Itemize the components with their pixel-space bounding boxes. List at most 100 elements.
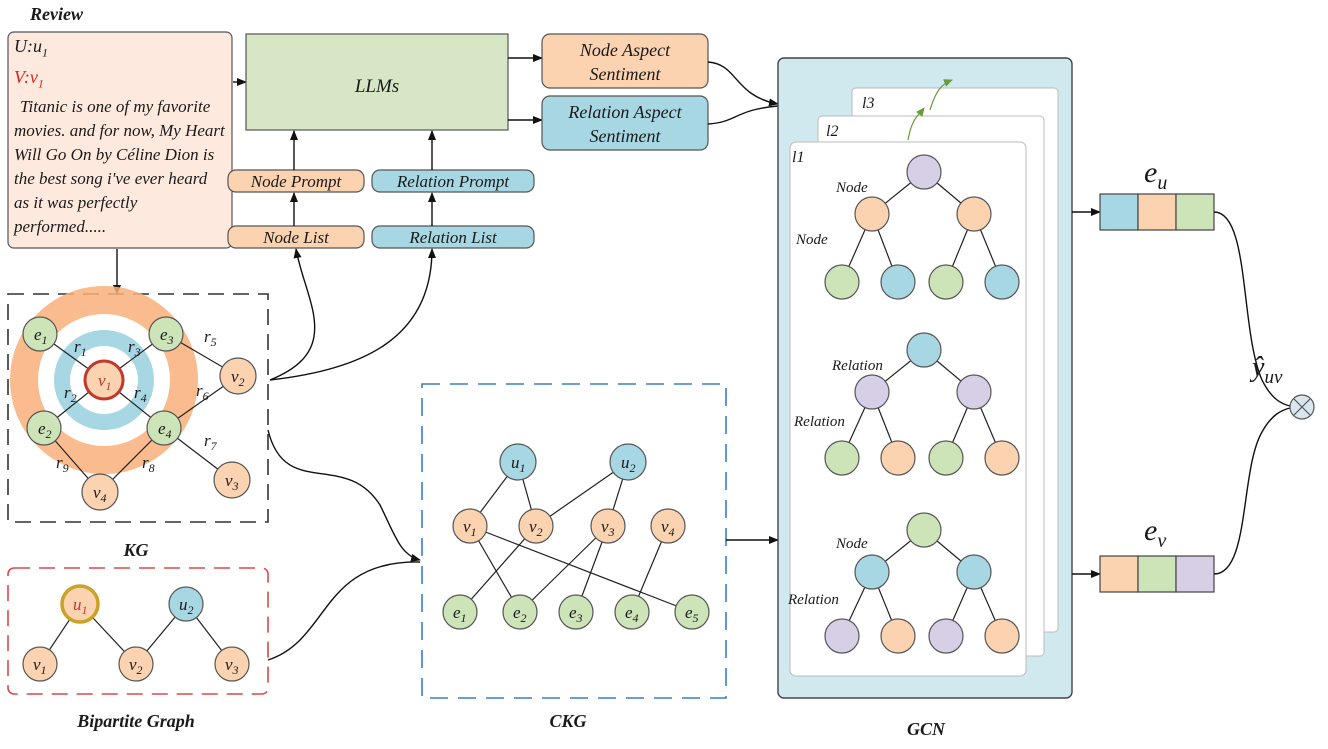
gcn-tree-1-label-1: Node — [835, 180, 868, 196]
ckg-node-e4 — [614, 594, 650, 630]
gcn-layer-l1-label: l1 — [792, 149, 804, 166]
svg-text:v3: v3 — [601, 517, 615, 539]
gcn-tree-3-label-2: Relation — [787, 592, 839, 608]
svg-text:v4: v4 — [93, 483, 107, 505]
svg-text:v1: v1 — [33, 655, 47, 677]
ckg-caption: CKG — [549, 711, 586, 731]
ckg-nodes — [442, 443, 710, 630]
svg-text:v1: v1 — [463, 517, 477, 539]
svg-text:r4: r4 — [134, 383, 147, 405]
svg-text:v2: v2 — [129, 655, 143, 677]
bipartite-node-v3 — [214, 646, 250, 682]
relation-aspect-line2: Sentiment — [590, 126, 662, 146]
ckg-node-u2 — [609, 443, 647, 481]
svg-text:e3: e3 — [569, 603, 583, 625]
relation-aspect-box — [541, 95, 709, 151]
review-text: Titanic is one of my favorite movies. an… — [14, 97, 225, 237]
svg-text:e2: e2 — [38, 419, 52, 441]
ckg-node-v2 — [518, 508, 554, 544]
relation-prompt-label: Relation Prompt — [396, 172, 510, 191]
kg-labels: e1 e3 e2 e4 v1 v2 v3 v4 r1 r3 r5 r2 r4 r… — [34, 325, 245, 505]
gcn-layer-l3-label: l3 — [862, 95, 874, 112]
svg-text:r2: r2 — [64, 383, 77, 405]
bipartite-node-u2 — [168, 586, 204, 622]
svg-text:u2: u2 — [179, 595, 194, 617]
svg-text:e2: e2 — [513, 603, 527, 625]
svg-text:r1: r1 — [74, 337, 87, 359]
node-list-box — [227, 225, 365, 249]
kg-node-v3 — [213, 461, 251, 499]
bipartite-frame — [7, 567, 269, 695]
svg-text:v3: v3 — [225, 471, 239, 493]
gcn-layer-link-2 — [929, 79, 953, 111]
svg-text:r9: r9 — [56, 453, 69, 475]
ev-label: ev — [1144, 514, 1166, 552]
svg-text:v2: v2 — [231, 367, 245, 389]
ckg-node-e5 — [674, 594, 710, 630]
review-box — [7, 31, 233, 249]
svg-text:v2: v2 — [529, 517, 543, 539]
llm-box — [245, 33, 509, 131]
node-list-label: Node List — [262, 228, 330, 247]
svg-text:e4: e4 — [158, 419, 172, 441]
eu-to-product-curve — [1213, 211, 1291, 407]
svg-text:r5: r5 — [204, 327, 217, 349]
gcn-tree-2-label-1: Relation — [831, 358, 883, 374]
ckg-node-e1 — [442, 594, 478, 630]
gcn-layer-link-1 — [907, 107, 925, 141]
svg-text:e1: e1 — [453, 603, 467, 625]
svg-text:r7: r7 — [204, 431, 218, 453]
bipartite-node-v2 — [118, 646, 154, 682]
gcn-tree-2-label-2: Relation — [793, 414, 845, 430]
review-title: Review — [29, 4, 84, 24]
svg-text:u1: u1 — [73, 595, 88, 617]
review-item-id: V:v1 — [14, 66, 44, 91]
relation-prompt-box — [371, 169, 535, 193]
kg-to-node-list-curve — [269, 248, 316, 381]
eu-vector — [1099, 193, 1215, 231]
relation-list-label: Relation List — [408, 228, 498, 247]
node-aspect-to-gcn-curve — [707, 61, 779, 107]
relation-aspect-line1: Relation Aspect — [567, 102, 682, 122]
gcn-tree-3: Node Relation — [787, 512, 1020, 654]
bipartite-caption: Bipartite Graph — [76, 711, 195, 731]
gcn-tree-1: Node Node — [795, 154, 1020, 300]
kg-node-v2 — [219, 357, 257, 395]
svg-text:r8: r8 — [142, 453, 155, 475]
svg-text:e5: e5 — [685, 603, 699, 625]
svg-text:r6: r6 — [196, 381, 209, 403]
ev-vector — [1099, 555, 1215, 593]
bipartite-labels: u1 u2 v1 v2 v3 — [33, 595, 239, 677]
eu-label: eu — [1144, 156, 1167, 194]
ckg-node-u1 — [499, 443, 537, 481]
kg-caption: KG — [122, 540, 148, 560]
node-aspect-box — [541, 33, 709, 89]
svg-text:e4: e4 — [625, 603, 639, 625]
svg-text:u1: u1 — [511, 453, 526, 475]
kg-to-ckg-curve — [267, 429, 421, 562]
gcn-tree-1-label-2: Node — [795, 232, 828, 248]
ckg-node-e2 — [502, 594, 538, 630]
review-user-id: U:u1 — [14, 36, 48, 60]
node-prompt-label: Node Prompt — [250, 172, 343, 191]
relation-aspect-to-gcn-curve — [707, 105, 779, 125]
bipartite-node-v1 — [22, 646, 58, 682]
review-content: U:u1 V:v1 Titanic is one of my favorite … — [14, 34, 226, 239]
ckg-node-e3 — [558, 594, 594, 630]
bipartite-node-u1 — [60, 584, 100, 624]
yhat-label: ŷuv — [1249, 352, 1283, 388]
ckg-node-v1 — [452, 508, 488, 544]
product-icon — [1289, 394, 1315, 420]
llm-label: LLMs — [354, 76, 399, 97]
kg-node-e2 — [26, 410, 62, 446]
svg-text:e3: e3 — [160, 325, 174, 347]
svg-text:u2: u2 — [621, 453, 636, 475]
bipartite-nodes — [22, 584, 250, 682]
kg-node-e1 — [22, 316, 58, 352]
ckg-frame — [421, 383, 727, 699]
svg-text:v1: v1 — [98, 371, 112, 393]
svg-text:e1: e1 — [34, 325, 48, 347]
kg-nodes — [22, 316, 257, 511]
svg-text:v3: v3 — [225, 655, 239, 677]
